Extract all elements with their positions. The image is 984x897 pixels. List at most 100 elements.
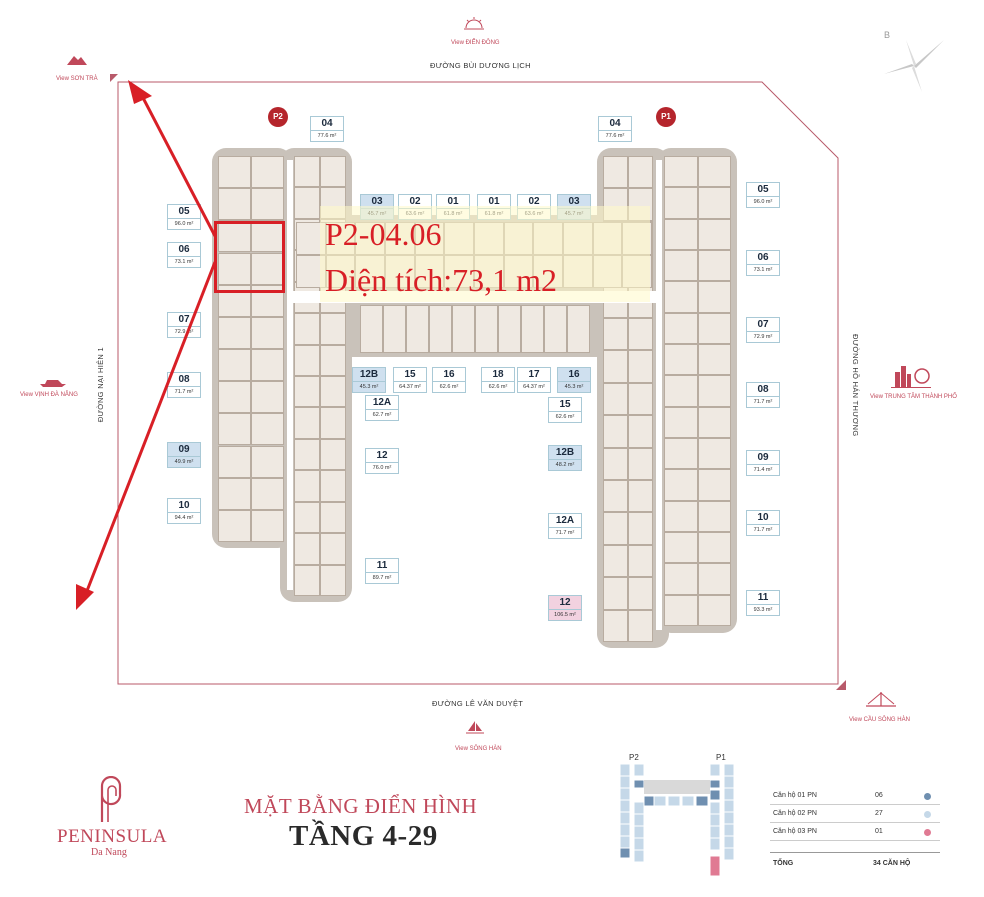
legend-count: 27 (875, 810, 883, 817)
room-block (320, 313, 346, 345)
p1-unit-09[interactable]: 09 71.4 m² (746, 450, 780, 476)
unit-area: 71.4 m² (753, 467, 773, 473)
room-block (603, 415, 628, 448)
room-block (603, 382, 628, 416)
unit-number: 06 (168, 243, 200, 257)
room-block (218, 413, 251, 446)
room-block (251, 445, 284, 478)
unit-number: 15 (394, 368, 426, 382)
unit-number: 18 (482, 368, 514, 382)
overlay-unit-area: Diện tích:73,1 m2 (325, 262, 557, 298)
unit-number: 10 (747, 511, 779, 525)
room-block (294, 376, 320, 408)
room-block (294, 438, 320, 471)
unit-number: 08 (168, 373, 200, 387)
heading-line2: TẦNG 4-29 (289, 820, 438, 852)
p1-unit-18[interactable]: 18 62.6 m² (481, 367, 515, 393)
unit-area: 72.9 m² (174, 329, 194, 335)
unit-area: 62.6 m² (555, 414, 575, 420)
unit-area: 62.6 m² (488, 384, 508, 390)
room-block (294, 156, 320, 188)
room-block (697, 344, 731, 376)
p2-unit-08[interactable]: 08 71.7 m² (167, 372, 201, 398)
unit-area: 76.0 m² (372, 465, 392, 471)
room-block (218, 188, 251, 221)
unit-number: 16 (558, 368, 590, 382)
unit-number: 12A (549, 514, 581, 528)
compass-letter: B (884, 30, 891, 40)
sunrise-icon (464, 17, 484, 30)
room-block (697, 532, 731, 564)
unit-area: 64.37 m² (523, 384, 545, 390)
unit-area: 96.0 m² (753, 199, 773, 205)
room-block (628, 350, 653, 383)
room-block (294, 564, 320, 596)
overlay-unit-code: P2-04.06 (325, 216, 442, 252)
unit-area: 48.2 m² (555, 462, 575, 468)
room-block (664, 312, 698, 344)
tower-p2-badge: P2 (268, 107, 288, 127)
unit-number: 09 (747, 451, 779, 465)
room-block (429, 305, 452, 353)
room-block (628, 577, 653, 610)
unit-area: 71.7 m² (174, 389, 194, 395)
room-block (251, 252, 284, 285)
brand-logo-icon (100, 776, 122, 822)
legend-total-label: TỔNG (773, 860, 794, 867)
room-block (664, 438, 698, 470)
room-block (664, 250, 698, 282)
view-label-top: View ĐIỂN ĐÔNG (451, 40, 500, 46)
highlight-unit-box (214, 221, 285, 293)
minimap-p2-label: P2 (629, 753, 639, 762)
room-block (320, 156, 346, 188)
room-block (697, 156, 731, 188)
room-block (251, 381, 284, 414)
room-block (294, 313, 320, 345)
room-block (664, 563, 698, 595)
room-block (320, 470, 346, 502)
unit-number: 07 (747, 318, 779, 332)
room-block (664, 344, 698, 376)
room-block (603, 350, 628, 383)
view-label-bottom: View SÔNG HÀN (455, 746, 502, 752)
unit-number: 08 (747, 383, 779, 397)
brand-name: PENINSULA (57, 826, 168, 847)
unit-area: 93.3 m² (753, 607, 773, 613)
legend-swatch (924, 829, 931, 836)
room-block (567, 305, 590, 353)
room-block (603, 512, 628, 545)
legend-divider (770, 852, 940, 853)
tower-p1-badge: P1 (656, 107, 676, 127)
unit-area: 49.9 m² (174, 459, 194, 465)
legend-label: Căn hộ 02 PN (773, 810, 817, 817)
unit-area: 77.6 m² (605, 133, 625, 139)
legend-row-divider (770, 804, 940, 805)
room-block (218, 381, 251, 414)
